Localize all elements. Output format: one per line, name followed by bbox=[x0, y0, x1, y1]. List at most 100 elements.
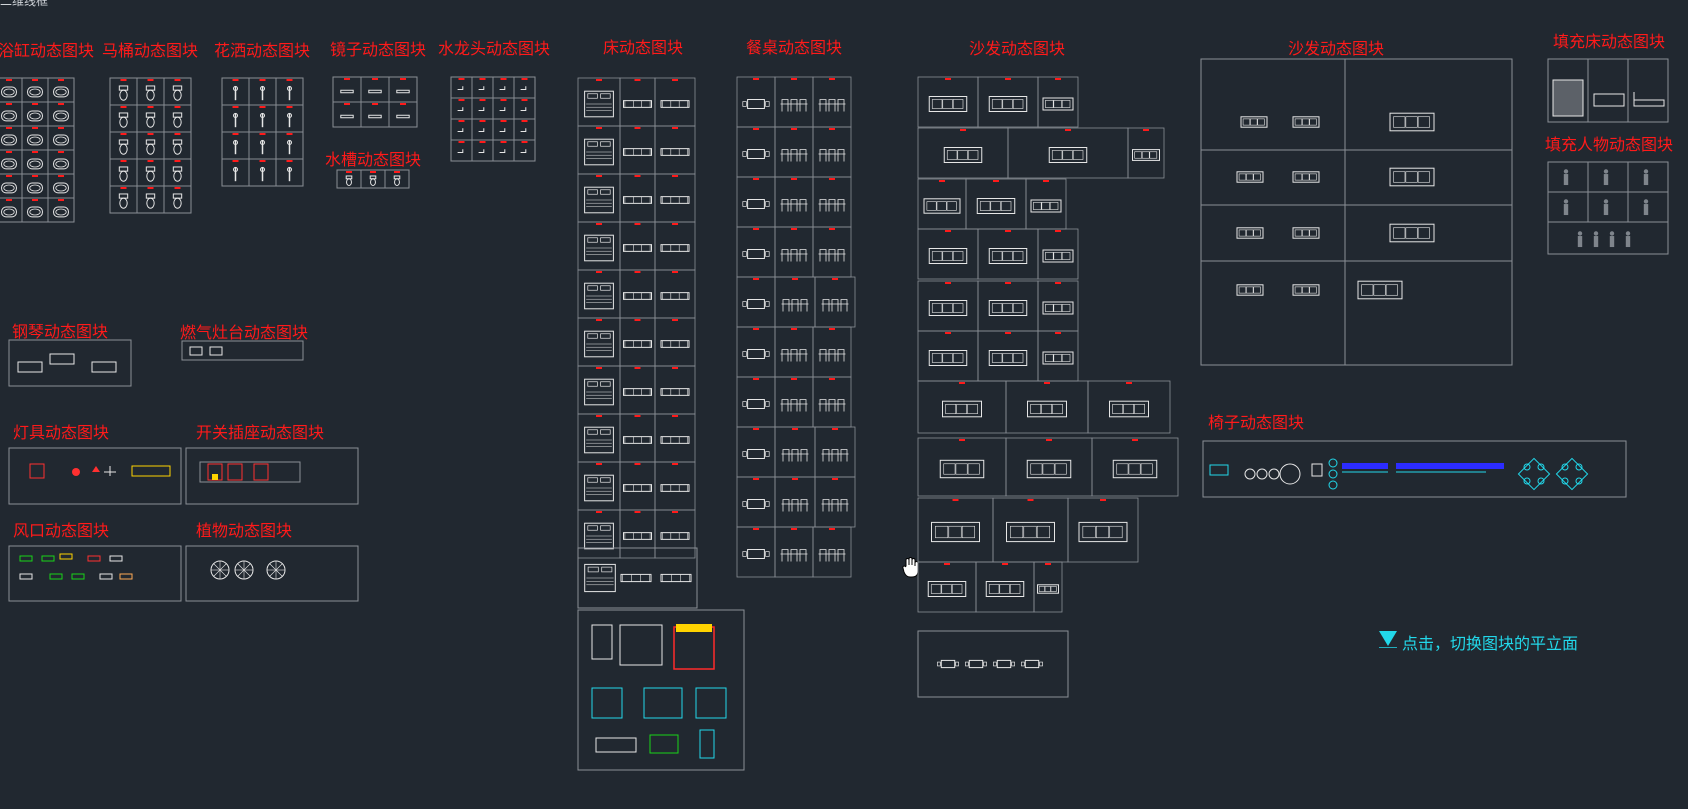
sofa1-cell bbox=[917, 380, 1007, 434]
dining-cell bbox=[774, 376, 814, 428]
sofa1-glyph bbox=[1002, 251, 1013, 261]
switch-glyph bbox=[227, 463, 243, 481]
dining-cell bbox=[774, 126, 814, 178]
sink-block-glyph bbox=[394, 178, 400, 186]
dining-glyph bbox=[742, 351, 747, 357]
sofa1-glyph bbox=[1036, 525, 1050, 539]
dining-glyph bbox=[782, 499, 790, 512]
shower-block-glyph bbox=[232, 166, 239, 172]
vent-glyph bbox=[109, 555, 123, 562]
bathtub-block-glyph bbox=[55, 112, 67, 120]
toilet-block-cell bbox=[163, 104, 192, 133]
toilet-block-cell bbox=[109, 77, 138, 106]
dining-glyph bbox=[819, 249, 827, 262]
dining-glyph bbox=[822, 299, 830, 312]
sofa1-glyph bbox=[931, 303, 943, 313]
sofa1-preview-glyph bbox=[937, 661, 941, 667]
title-fill-bed: 填充床动态图块 bbox=[1553, 32, 1666, 51]
dining-cell bbox=[774, 426, 816, 478]
sofa2-glyph bbox=[1385, 284, 1398, 296]
bathtub-block-glyph bbox=[3, 208, 15, 216]
plant-glyph bbox=[237, 563, 245, 571]
chair-glyph bbox=[1575, 477, 1583, 485]
viewport-label[interactable]: 二维线框 bbox=[0, 0, 49, 8]
sofa1-glyph bbox=[936, 201, 947, 211]
faucet-block-cell bbox=[471, 76, 494, 99]
sofa1-cell bbox=[977, 228, 1039, 280]
dining-grip bbox=[829, 528, 835, 530]
shower-block-glyph bbox=[259, 112, 266, 118]
sofa2-glyph bbox=[1236, 227, 1264, 239]
sofa2-glyph bbox=[1236, 284, 1264, 296]
sofa2-glyph bbox=[1242, 118, 1251, 126]
bed-grip bbox=[634, 79, 641, 81]
title-fill-people: 填充人物动态图块 bbox=[1545, 135, 1674, 154]
bed-glyph bbox=[584, 378, 614, 406]
sofa1-glyph bbox=[942, 99, 953, 109]
dining-glyph bbox=[799, 549, 807, 562]
vent-glyph bbox=[119, 573, 133, 580]
dining-glyph bbox=[747, 149, 765, 159]
sofa1-glyph bbox=[999, 584, 1010, 594]
sofa1-glyph bbox=[1002, 353, 1013, 363]
chair-frame bbox=[1202, 440, 1627, 498]
sofa1-glyph bbox=[1050, 586, 1057, 592]
bed-glyph bbox=[587, 141, 598, 147]
fill-people-glyph bbox=[1643, 169, 1649, 174]
sofa1-glyph bbox=[1061, 100, 1071, 108]
dining-glyph bbox=[828, 149, 836, 162]
bed-glyph bbox=[587, 93, 598, 99]
piano-glyph bbox=[49, 353, 75, 365]
sofa2-glyph bbox=[1292, 171, 1320, 183]
sofa1-grip bbox=[1100, 499, 1106, 501]
sink-block-glyph bbox=[370, 178, 376, 186]
chair-glyph bbox=[1537, 463, 1545, 471]
shower-block-grip bbox=[232, 160, 239, 162]
fill-people-glyph bbox=[1643, 199, 1649, 204]
chair-glyph bbox=[1575, 463, 1583, 471]
sofa1-glyph bbox=[991, 99, 1003, 109]
toggle-plan-elevation-hint[interactable]: 点击，切换图块的平立面 bbox=[1402, 634, 1579, 653]
sofa1-glyph bbox=[1012, 99, 1024, 109]
fill-people-glyph bbox=[1603, 204, 1609, 216]
bed-grip bbox=[672, 511, 678, 513]
plant-glyph bbox=[243, 569, 251, 577]
bathtub-block-glyph bbox=[1, 182, 17, 194]
bathtub-block-glyph bbox=[27, 110, 43, 122]
bed-glyph bbox=[587, 566, 599, 573]
sofa1-glyph bbox=[1134, 151, 1142, 159]
dining-glyph bbox=[781, 399, 789, 412]
bathtub-block-glyph bbox=[53, 206, 69, 218]
bathtub-block-glyph bbox=[55, 160, 67, 168]
sofa1-glyph bbox=[1030, 404, 1042, 414]
sofa1-cell bbox=[975, 561, 1035, 613]
sofa1-glyph bbox=[1061, 354, 1071, 362]
sofa1-cell bbox=[917, 330, 979, 382]
toilet-block-glyph bbox=[173, 116, 182, 128]
dining-cell bbox=[774, 326, 814, 378]
bathtub-block-grip bbox=[6, 79, 12, 81]
toilet-block-grip bbox=[147, 160, 154, 162]
title-lamp: 灯具动态图块 bbox=[13, 423, 110, 442]
sofa2-glyph bbox=[1373, 284, 1386, 296]
sofa1-glyph bbox=[967, 463, 980, 475]
bed-glyph bbox=[660, 436, 690, 444]
dining-glyph bbox=[790, 249, 798, 262]
bathtub-block-glyph bbox=[55, 136, 67, 144]
toilet-block-glyph bbox=[173, 197, 182, 209]
sofa1-glyph bbox=[1012, 251, 1024, 261]
plant-glyph bbox=[275, 563, 283, 571]
bathtub-block-glyph bbox=[27, 206, 43, 218]
triangle-down-icon[interactable] bbox=[1378, 630, 1398, 648]
bed-glyph bbox=[660, 340, 690, 348]
dining-cell bbox=[812, 226, 852, 278]
sofa1-glyph bbox=[1054, 463, 1067, 475]
faucet-block-cell bbox=[450, 76, 473, 99]
bathtub-block-glyph bbox=[3, 160, 15, 168]
title-toilet: 马桶动态图块 bbox=[102, 41, 199, 60]
sofa2-glyph bbox=[1389, 112, 1435, 132]
faucet-block-grip bbox=[500, 78, 507, 80]
switch-glyph bbox=[253, 463, 269, 481]
bathtub-block-glyph bbox=[1, 158, 17, 170]
